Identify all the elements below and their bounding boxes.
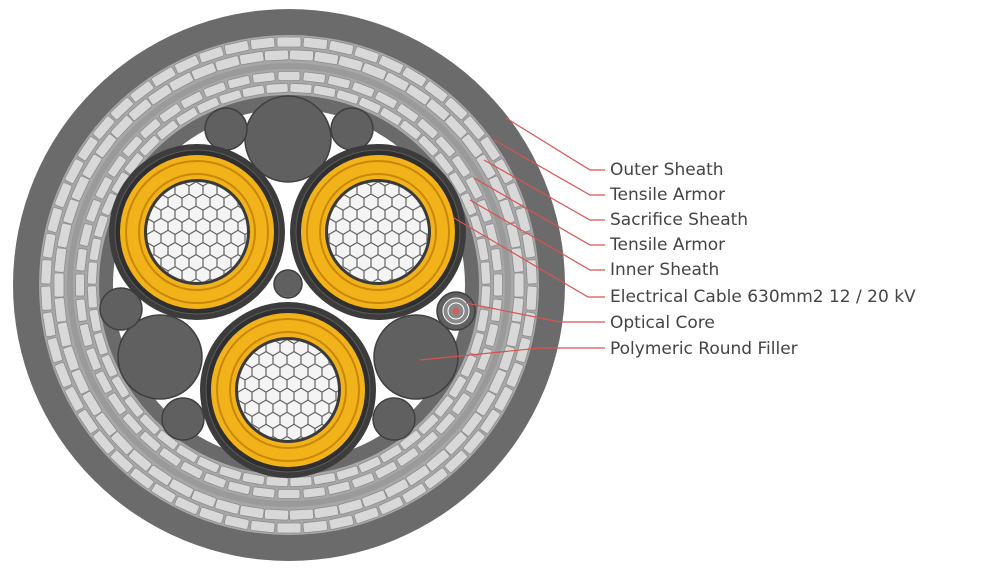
filler-small-center [273,269,303,299]
filler-small-top-right [330,107,374,151]
filler-large-left [117,314,203,400]
label-optical-core: Optical Core [610,313,715,333]
inner-armor-wires [75,71,503,499]
electrical-cables [109,144,466,478]
optical-core [436,291,476,331]
leader-line-2 [493,139,605,196]
leader-line-6 [453,217,605,298]
label-inner-sheath: Inner Sheath [610,260,719,280]
filler-small-bottom-left [161,397,205,441]
leader-line-7 [465,302,605,323]
leader-line-3 [483,159,605,221]
leader-line-4 [473,177,605,246]
filler-small-bottom-right [372,397,416,441]
electrical-cable-left [109,144,285,320]
electrical-cable-right [290,144,466,320]
leader-line-5 [469,199,605,271]
electrical-cable-bottom [200,302,376,478]
filler-small-top-left [204,107,248,151]
label-electrical-cable: Electrical Cable 630mm2 12 / 20 kV [610,287,916,307]
label-tensile-armor-outer: Tensile Armor [609,185,725,205]
filler-small-left [99,287,143,331]
filler-large-right [373,314,459,400]
label-polymeric-round-filler: Polymeric Round Filler [610,339,798,359]
leader-lines [419,117,605,361]
label-sacrifice-sheath: Sacrifice Sheath [610,210,748,230]
leader-line-1 [505,117,605,171]
label-outer-sheath: Outer Sheath [610,160,724,180]
component-labels: Outer Sheath Tensile Armor Sacrifice She… [609,160,916,359]
leader-line-8 [419,347,605,361]
polymeric-round-fillers [99,95,459,441]
label-tensile-armor-inner: Tensile Armor [609,235,725,255]
cable-body [13,9,565,561]
